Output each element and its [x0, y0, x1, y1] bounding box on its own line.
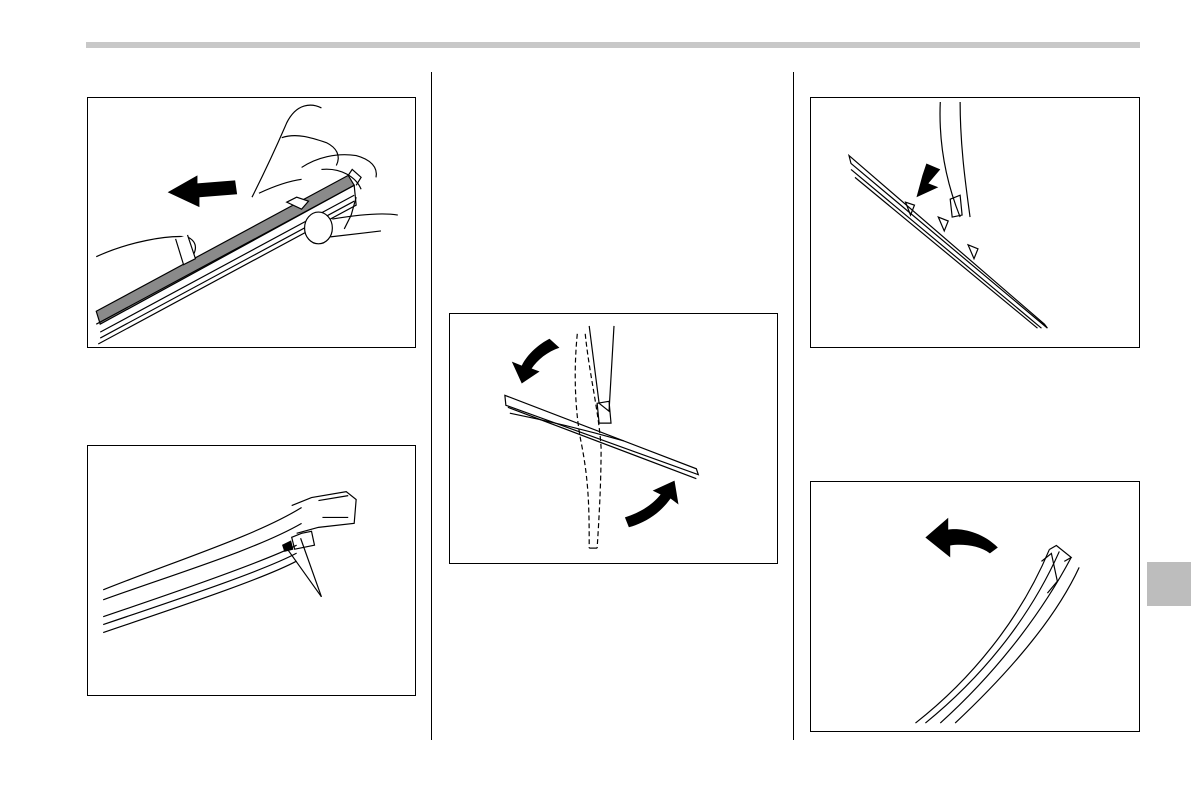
- curved-arrow-bottom-icon: [625, 481, 679, 528]
- figure-rotate-blade: [449, 313, 778, 564]
- column-divider-2: [793, 72, 794, 740]
- figure-bend-rubber: [810, 481, 1140, 732]
- header-rule: [86, 42, 1140, 48]
- rubber-bend-illustration: [811, 482, 1139, 731]
- arrow-left-icon: [168, 175, 237, 207]
- curved-arrow-left-icon: [925, 518, 997, 558]
- curved-arrow-top-icon: [512, 339, 560, 384]
- column-divider-1: [431, 72, 432, 740]
- blade-rotate-illustration: [450, 314, 777, 563]
- wiper-rubber-illustration: [88, 98, 415, 347]
- figure-attach-blade: [810, 97, 1140, 348]
- blade-end-illustration: [88, 446, 415, 695]
- chapter-tab: [1147, 562, 1191, 606]
- blade-attach-illustration: [811, 98, 1139, 347]
- figure-remove-rubber: [87, 97, 416, 348]
- figure-blade-end-tabs: [87, 445, 416, 696]
- arrow-down-icon: [916, 163, 940, 197]
